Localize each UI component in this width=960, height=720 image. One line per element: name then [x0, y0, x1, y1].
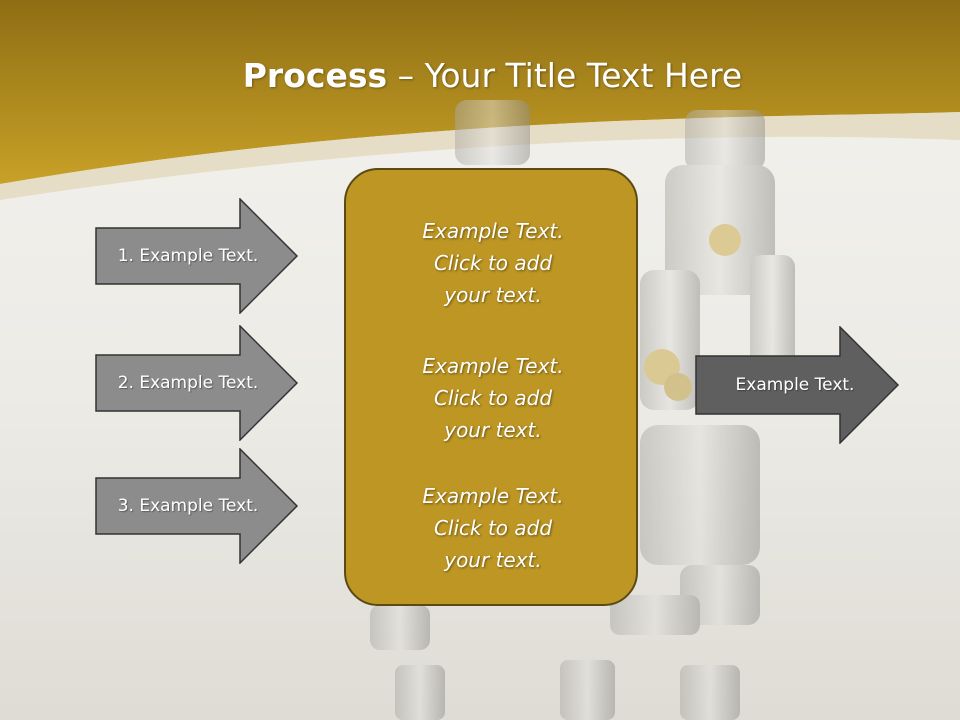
robot-illustration	[370, 100, 795, 720]
arrow-shape-2[interactable]: 2. Example Text.	[95, 325, 299, 441]
text-line: Example Text.	[422, 219, 564, 243]
output-arrow[interactable]: Example Text.	[695, 326, 900, 444]
text-line: Click to add	[433, 516, 553, 540]
center-text-block-2[interactable]: Example Text. Click to add your text.	[346, 350, 640, 446]
output-arrow-label: Example Text.	[735, 375, 855, 395]
arrow-label-1: 1. Example Text.	[117, 246, 259, 266]
center-text-block-1[interactable]: Example Text. Click to add your text.	[346, 215, 640, 311]
arrow-shape-icon	[95, 325, 299, 441]
title-bold: Process	[242, 56, 388, 95]
text-line: your text.	[444, 283, 542, 307]
arrow-label-3: 3. Example Text.	[117, 496, 259, 516]
center-text-box[interactable]: Example Text. Click to add your text. Ex…	[344, 168, 638, 606]
text-line: your text.	[444, 418, 542, 442]
arrow-shape-icon	[95, 448, 299, 564]
arrow-shape-icon	[695, 326, 900, 444]
text-line: Example Text.	[422, 484, 564, 508]
center-text-block-3[interactable]: Example Text. Click to add your text.	[346, 480, 640, 576]
arrow-shape-1[interactable]: 1. Example Text.	[95, 198, 299, 314]
title-rest: – Your Title Text Here	[387, 56, 743, 95]
text-line: Click to add	[433, 386, 553, 410]
page-title: Process – Your Title Text Here	[0, 54, 960, 98]
arrow-label-2: 2. Example Text.	[117, 373, 259, 393]
text-line: your text.	[444, 548, 542, 572]
arrow-shape-icon	[95, 198, 299, 314]
text-line: Click to add	[433, 251, 553, 275]
arrow-shape-3[interactable]: 3. Example Text.	[95, 448, 299, 564]
text-line: Example Text.	[422, 354, 564, 378]
